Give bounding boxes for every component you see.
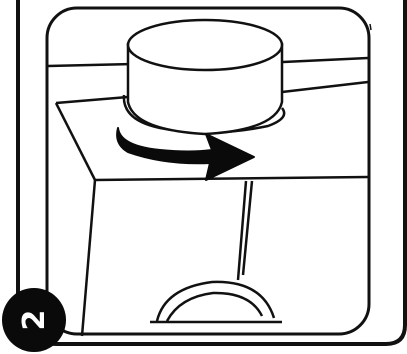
seam-line-b [241, 180, 254, 276]
speck [369, 23, 372, 31]
panel-bottom-edge [94, 175, 369, 182]
step-badge-circle [2, 288, 66, 352]
appliance-body [47, 56, 369, 337]
ledge-front-right [281, 80, 369, 94]
ledge-front-left [55, 95, 129, 105]
inner-rounded-border [45, 6, 371, 336]
dial-outer [155, 280, 276, 322]
seam-line-a [236, 180, 248, 281]
step-number: 2 [17, 310, 52, 331]
back-ledge-left [47, 62, 135, 68]
cap [122, 18, 286, 136]
rotation-arrow-icon [116, 127, 255, 181]
back-ledge-right [282, 56, 369, 64]
step-badge: 2 [2, 288, 66, 352]
bottom-dial [150, 280, 282, 324]
cap-top [126, 18, 284, 72]
dial-inner [165, 291, 264, 322]
panel-left-edge [54, 102, 97, 181]
body-left-edge [80, 179, 97, 337]
